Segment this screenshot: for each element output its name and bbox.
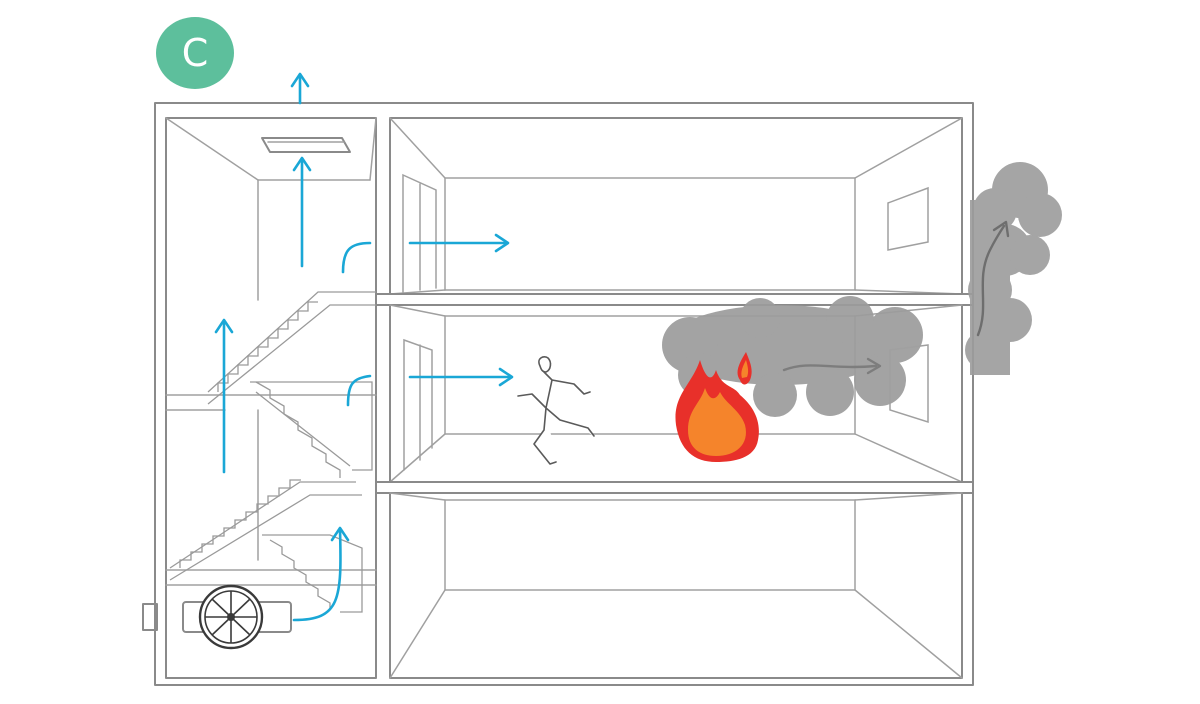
panel-badge: C [156,17,234,89]
airflow-arrow-middle-door [346,367,514,407]
room-bottom-floor [389,492,963,679]
airflow-arrow-fan-up [292,526,350,622]
fire-icon [675,352,759,462]
airflow-arrow-shaft-middle [214,318,234,474]
window-icon [889,344,929,424]
door-icon [403,338,433,471]
smoke-arrow-outside-up [976,220,1010,337]
stair-flight-upper [207,291,376,478]
fan-icon [142,584,292,650]
smoke-arrow-to-window [782,357,882,375]
running-person-icon [517,356,595,465]
outer-wall [154,102,974,686]
stairwell-shaft [165,117,377,679]
window-icon [887,186,929,251]
panel-badge-label: C [181,31,209,75]
smoke-flow-arrows [782,220,1010,375]
stair-flight-lower [169,479,363,613]
airflow-arrow-exhaust-roof [290,72,310,105]
door-icon [402,173,437,293]
stairwell-interior [165,117,377,586]
smoke-cloud-icon [965,162,1062,375]
airflow-arrow-top-door [341,233,510,274]
building-walls [154,102,974,686]
room-top-floor [389,117,963,295]
airflow-arrow-shaft-top [292,156,312,268]
airflow-arrows [214,72,514,622]
smoke-cloud-icon [662,296,923,417]
skylight-icon [261,137,351,153]
